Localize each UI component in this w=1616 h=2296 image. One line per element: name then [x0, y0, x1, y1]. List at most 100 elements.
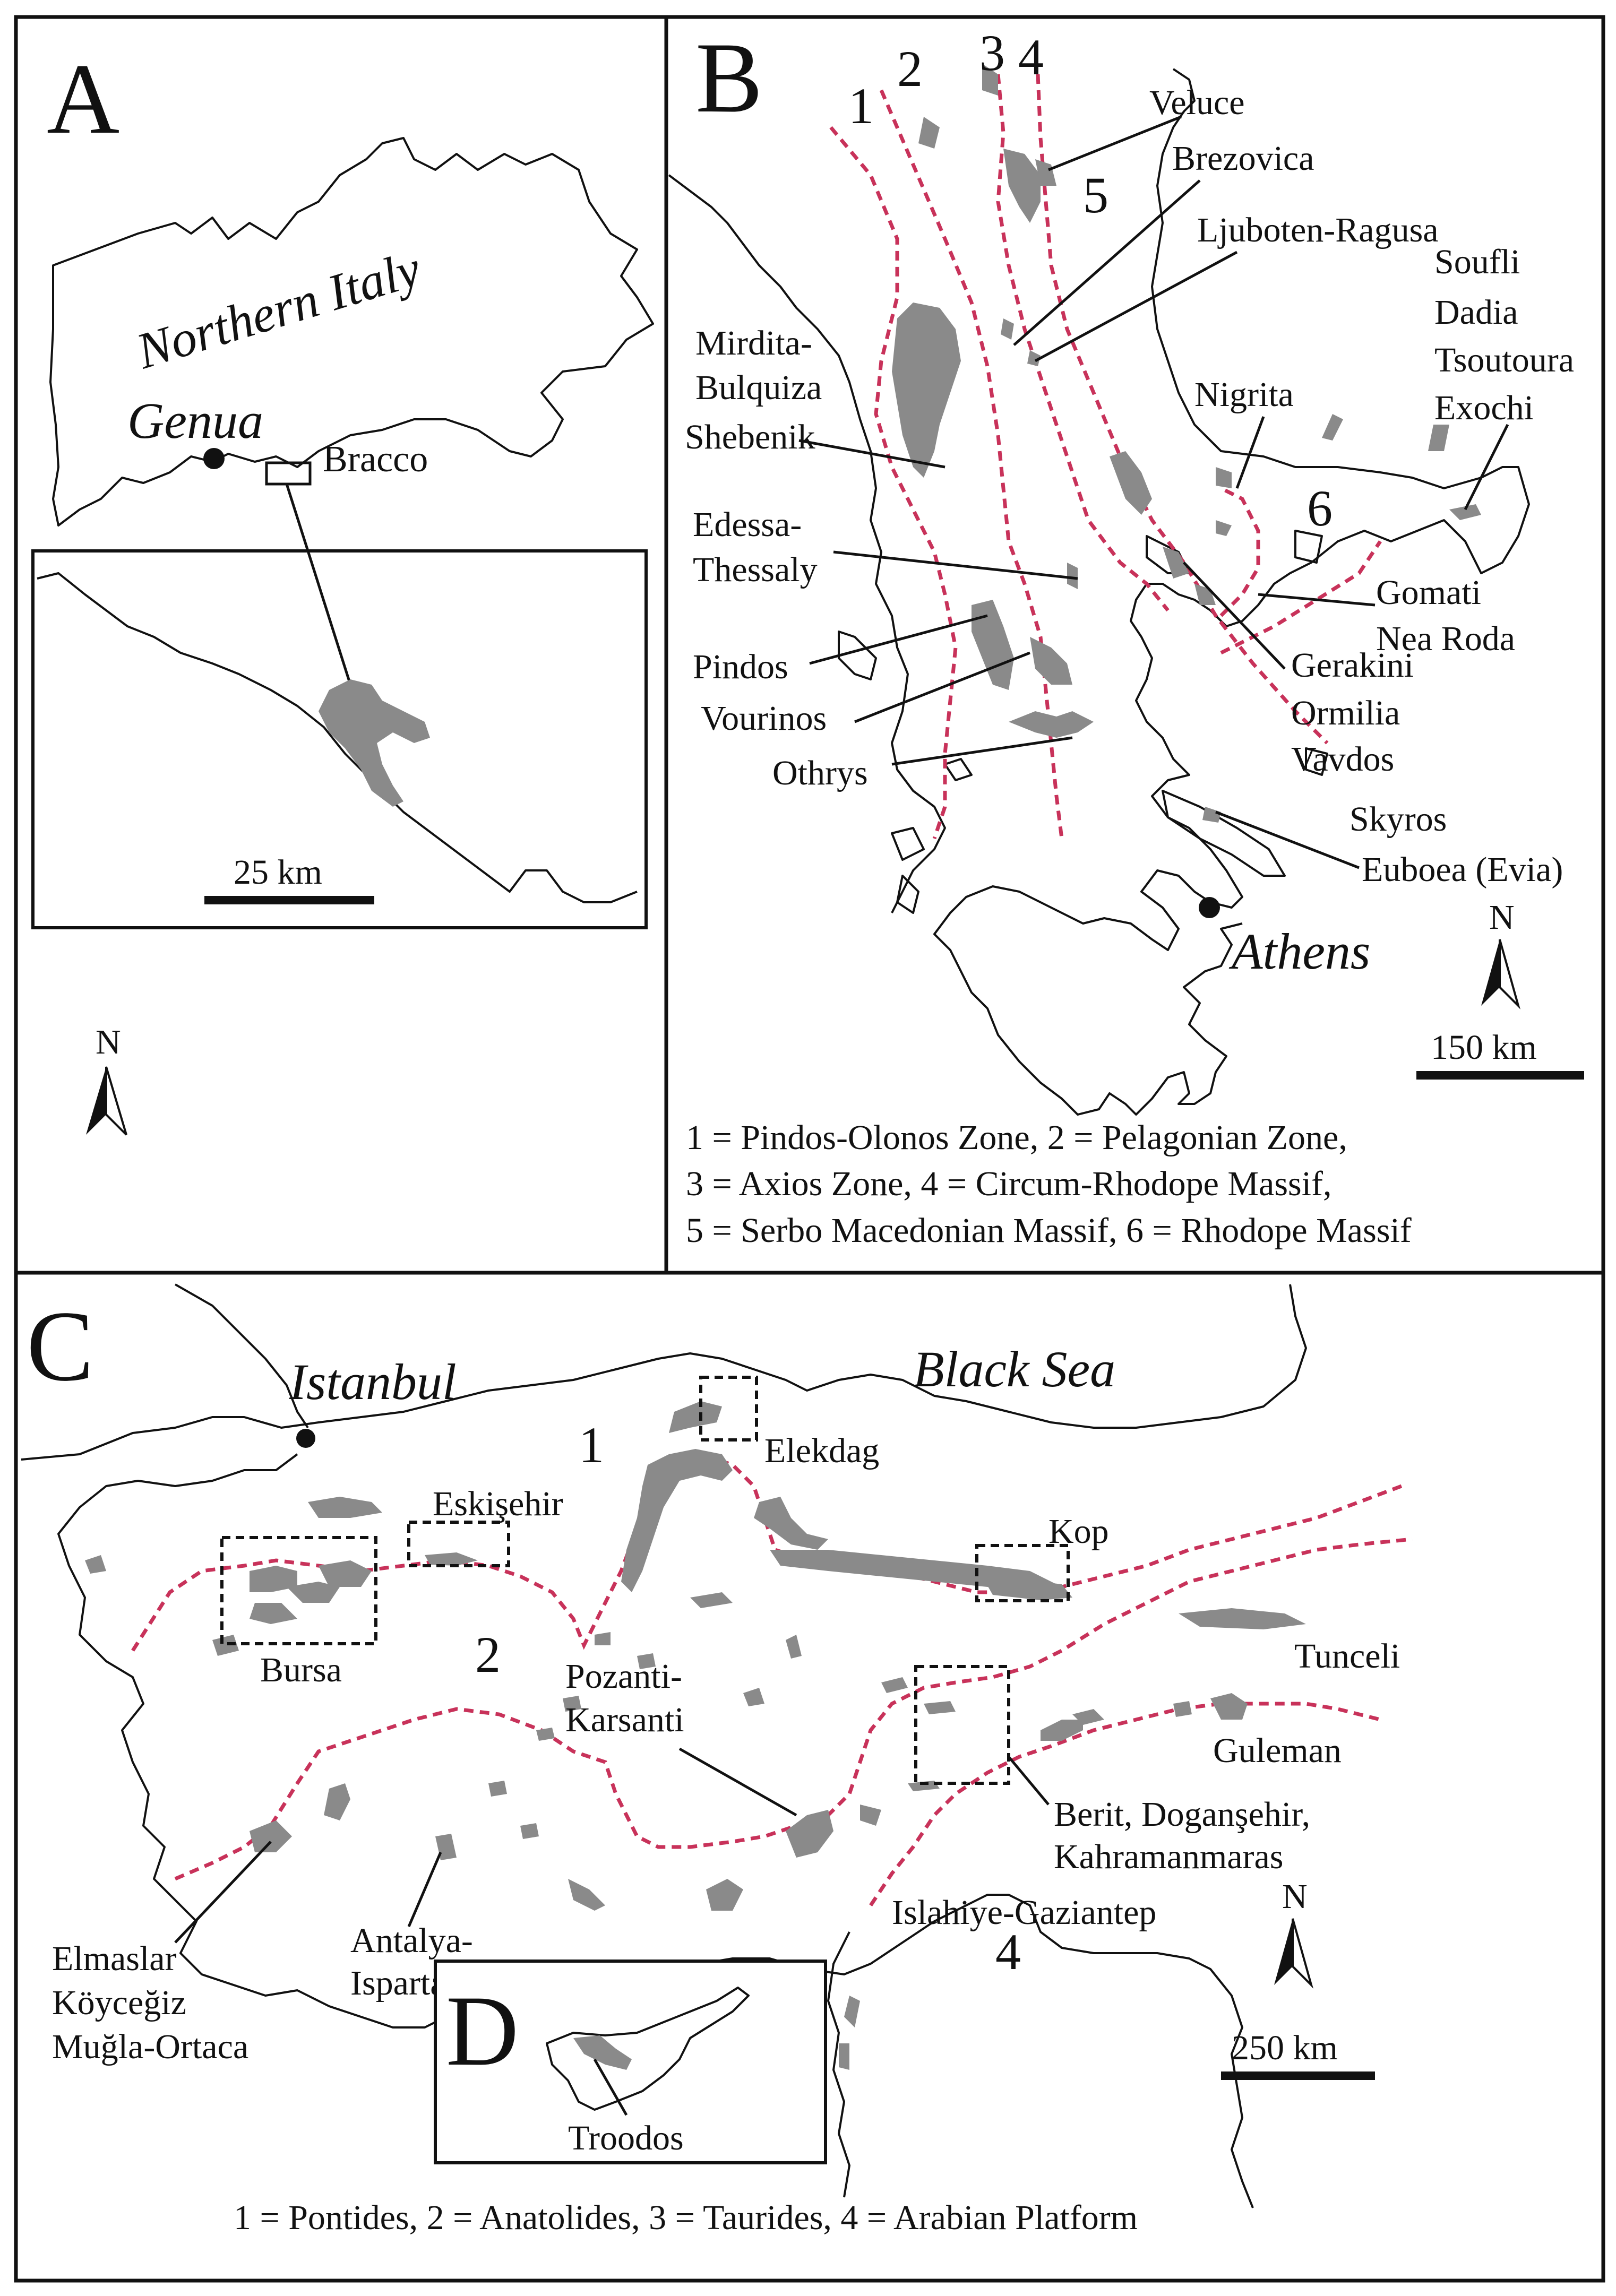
troodos-ophiolite-body [573, 2035, 632, 2070]
label-veluce: Veluce [1149, 83, 1245, 122]
label-koycegiz: Köyceğiz [52, 1983, 186, 2022]
panel-b-north-arrow: N [1481, 898, 1520, 1009]
c-zone-number-1: 1 [579, 1417, 604, 1473]
label-northern-italy: Northern Italy [130, 239, 427, 379]
bracco-inset-leader [285, 484, 352, 685]
bracco-location-box [265, 461, 312, 486]
panel-a-north-arrow: N [86, 1023, 127, 1136]
label-exochi: Exochi [1434, 389, 1534, 427]
label-elmaslar: Elmaslar [52, 1939, 177, 1978]
panel-b-ophiolite-bodies [892, 64, 1481, 823]
island-zakynthos [896, 875, 919, 914]
panel-c-leader-lines [174, 1747, 1050, 1944]
label-kahramanmaras: Kahramanmaras [1054, 1837, 1283, 1876]
troodos-leader [593, 2058, 628, 2116]
label-nigrita: Nigrita [1194, 375, 1294, 414]
panel-b-balkan-coastline [668, 174, 946, 913]
athens-marker [1199, 897, 1220, 918]
label-vavdos: Vavdos [1291, 740, 1394, 779]
panel-b-legend-line-2: 3 = Axios Zone, 4 = Circum-Rhodope Massi… [686, 1164, 1332, 1203]
panel-b-scale-bar: 150 km [1416, 1028, 1584, 1080]
panel-c-scale-label: 250 km [1232, 2029, 1338, 2067]
panel-a: A Northern Italy Genua Bracco 25 km N [31, 44, 654, 1136]
panel-c-study-area-boxes [220, 1376, 1070, 1785]
panel-c-southeast-boundary [827, 1931, 850, 2198]
north-arrow-icon [86, 1067, 106, 1135]
label-nea-roda: Nea Roda [1376, 619, 1515, 658]
panel-c-bosphorus-europe [175, 1283, 309, 1429]
panel-c-ophiolite-bodies [85, 1401, 1306, 2070]
label-mugla-ortaca: Muğla-Ortaca [52, 2027, 248, 2066]
label-athens: Athens [1228, 923, 1370, 980]
panel-c-letter: C [27, 1291, 94, 1402]
panel-b-letter: B [695, 22, 763, 134]
label-antalya: Antalya- [350, 1921, 473, 1960]
label-isparta: Isparta [350, 1964, 446, 2002]
label-shebenik: Shebenik [685, 418, 815, 456]
label-karsanti: Karsanti [565, 1701, 684, 1739]
panel-a-letter: A [47, 44, 119, 155]
panel-b-legend-line-1: 1 = Pindos-Olonos Zone, 2 = Pelagonian Z… [686, 1118, 1347, 1157]
panel-b-scale-label: 150 km [1431, 1028, 1537, 1067]
c-zone-number-4: 4 [995, 1923, 1021, 1980]
label-ljuboten-ragusa: Ljuboten-Ragusa [1197, 211, 1439, 249]
island-lefkada [944, 758, 973, 781]
panel-a-scale-bar: 25 km [204, 853, 374, 904]
label-tunceli: Tunceli [1294, 1637, 1400, 1676]
label-othrys: Othrys [772, 754, 868, 792]
bracco-ophiolite-body [319, 679, 430, 807]
zone-number-1: 1 [848, 77, 874, 134]
label-istanbul: Istanbul [289, 1353, 457, 1410]
genua-marker [203, 448, 225, 469]
label-elekdag: Elekdag [764, 1431, 879, 1470]
panel-b-north-label: N [1489, 898, 1515, 937]
island-thasos [1294, 530, 1323, 564]
island-euboea [1162, 790, 1286, 877]
label-guleman: Guleman [1213, 1731, 1342, 1770]
label-soufli: Soufli [1434, 243, 1520, 281]
label-skyros: Skyros [1349, 800, 1447, 839]
island-corfu [838, 631, 877, 680]
label-euboea: Euboea (Evia) [1362, 850, 1563, 889]
label-bursa: Bursa [260, 1651, 342, 1689]
panel-a-italy-outline [49, 137, 654, 526]
label-dadia: Dadia [1434, 293, 1518, 332]
c-zone-number-2: 2 [475, 1626, 501, 1683]
panel-d-letter: D [446, 1975, 519, 2087]
label-kop: Kop [1048, 1512, 1109, 1551]
panel-c-north-label: N [1282, 1877, 1308, 1916]
zone-number-2: 2 [897, 40, 923, 97]
panel-d: D Troodos [434, 1960, 827, 2164]
label-gomati: Gomati [1376, 573, 1481, 612]
panel-a-scale-label: 25 km [234, 853, 322, 892]
label-troodos: Troodos [568, 2119, 684, 2157]
panel-a-north-label: N [96, 1023, 121, 1061]
label-berit: Berit, Doganşehir, [1054, 1795, 1310, 1834]
label-pindos: Pindos [693, 648, 788, 686]
north-arrow-icon [1274, 1919, 1293, 1985]
island-kefalonia [891, 827, 925, 861]
panel-c-zone-boundaries [131, 1452, 1413, 1906]
panel-c-black-sea-coast [21, 1284, 1307, 1461]
cyprus-outline [546, 1987, 750, 2111]
label-mirdita: Mirdita- [695, 324, 812, 362]
zone-number-5: 5 [1083, 167, 1108, 223]
label-brezovica: Brezovica [1172, 139, 1314, 178]
label-gerakini: Gerakini [1291, 646, 1414, 685]
label-islahiye-gaziantep: Islahiye-Gaziantep [892, 1893, 1156, 1932]
panel-b-leader-lines [798, 115, 1509, 869]
panel-c-scale-bar: 250 km [1221, 2029, 1375, 2080]
label-bracco: Bracco [323, 439, 428, 480]
label-edessa: Edessa- [693, 505, 802, 544]
panel-c-legend: 1 = Pontides, 2 = Anatolides, 3 = Taurid… [234, 2198, 1138, 2237]
zone-number-4: 4 [1018, 29, 1044, 85]
panel-b: B [668, 22, 1584, 1250]
label-eskisehir: Eskişehir [433, 1484, 563, 1523]
north-arrow-icon [1481, 939, 1500, 1006]
panel-frames [14, 15, 1605, 2283]
panel-b-legend-line-3: 5 = Serbo Macedonian Massif, 6 = Rhodope… [686, 1211, 1412, 1250]
island-skyros [1305, 747, 1328, 776]
label-thessaly: Thessaly [693, 550, 818, 589]
zone-number-6: 6 [1307, 480, 1333, 537]
label-tsoutoura: Tsoutoura [1434, 341, 1574, 379]
